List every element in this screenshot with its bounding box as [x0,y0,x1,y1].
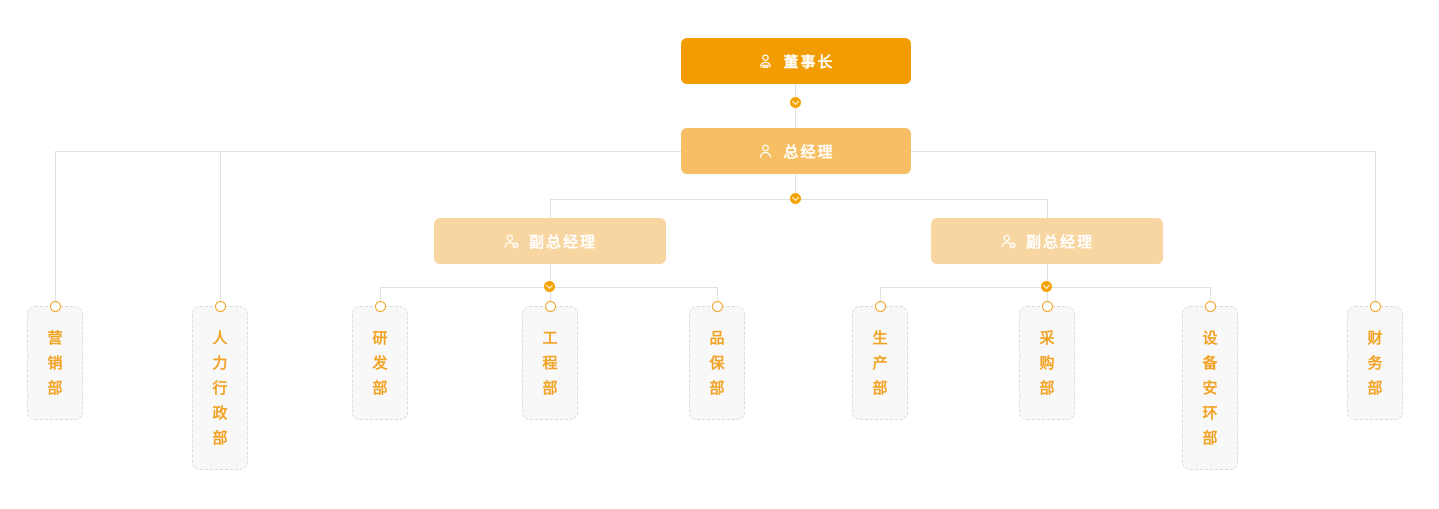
deputy-manager-node[interactable]: 副总经理 [434,218,666,264]
connector-dot [374,301,386,312]
collapse-node[interactable] [790,97,801,108]
deputy-manager-node[interactable]: 副总经理 [931,218,1163,264]
connector-line [795,174,796,199]
department-node[interactable]: 采购部 [1019,301,1075,420]
user-badge-icon [503,233,520,250]
department-node[interactable]: 设备安环部 [1182,301,1238,470]
connector-dot [1041,301,1053,312]
connector-line [380,287,381,301]
connector-dot [49,301,61,312]
user-badge-icon [1000,233,1017,250]
connector-line [55,151,56,301]
chairman-node[interactable]: 董事长 [681,38,911,84]
department-node[interactable]: 品保部 [689,301,745,420]
department-node[interactable]: 财务部 [1347,301,1403,420]
connector-dot [1369,301,1381,312]
user-tie-icon [757,53,774,70]
connector-line [550,199,551,218]
department-label: 品保部 [709,328,725,397]
department-node[interactable]: 营销部 [27,301,83,420]
department-node[interactable]: 工程部 [522,301,578,420]
collapse-node[interactable] [1041,281,1052,292]
connector-line [1210,287,1211,301]
connector-dot [1204,301,1216,312]
user-icon [757,143,774,160]
department-label: 采购部 [1039,328,1055,397]
department-label: 设备安环部 [1202,328,1218,447]
connector-line [717,287,718,301]
connector-line [1375,151,1376,301]
general-manager-label: 总经理 [783,142,835,161]
department-label: 人力行政部 [212,328,228,447]
department-node[interactable]: 研发部 [352,301,408,420]
department-label: 工程部 [542,328,558,397]
connector-line [220,151,221,301]
connector-line [1047,199,1048,218]
deputy-manager-label: 副总经理 [1025,232,1094,251]
department-label: 财务部 [1367,328,1383,397]
connector-line [880,287,881,301]
chairman-label: 董事长 [783,52,835,71]
connector-dot [214,301,226,312]
department-label: 生产部 [872,328,888,397]
collapse-node[interactable] [790,193,801,204]
department-label: 营销部 [47,328,63,397]
deputy-manager-label: 副总经理 [528,232,597,251]
connector-dot [544,301,556,312]
connector-dot [711,301,723,312]
department-label: 研发部 [372,328,388,397]
collapse-node[interactable] [544,281,555,292]
department-node[interactable]: 人力行政部 [192,301,248,470]
department-node[interactable]: 生产部 [852,301,908,420]
general-manager-node[interactable]: 总经理 [681,128,911,174]
connector-dot [874,301,886,312]
